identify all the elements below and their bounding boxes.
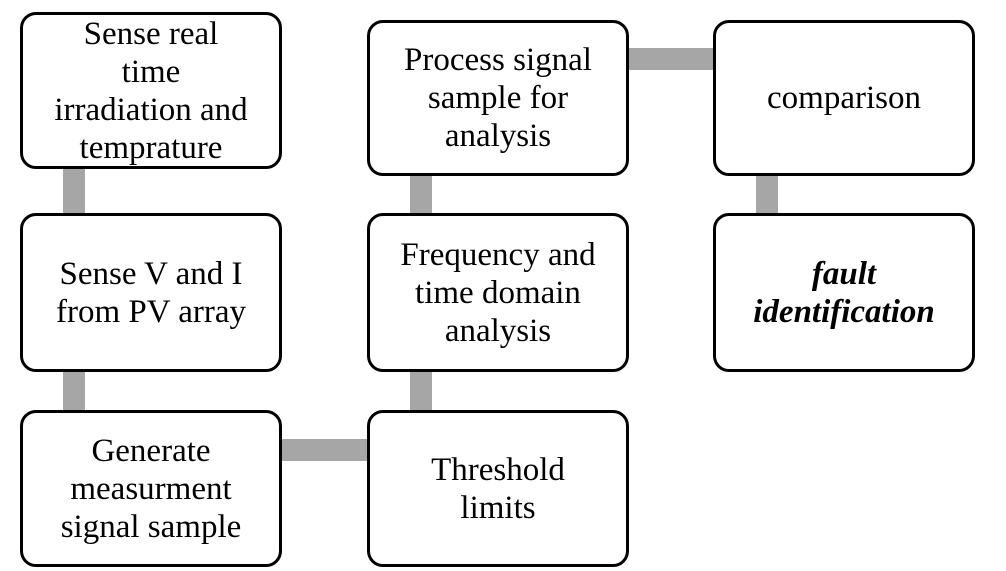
step-comparison-label: comparison — [767, 80, 921, 116]
connector-threshold-to-frequency — [410, 370, 432, 412]
step-sense-irradiation-label: Sense real time irradiation and tempratu… — [54, 15, 248, 166]
step-frequency-time-label: Frequency and time domain analysis — [400, 236, 596, 349]
step-generate-sample-label: Generate measurment signal sample — [60, 432, 242, 545]
connector-process-to-comparison — [627, 48, 715, 70]
step-frequency-time: Frequency and time domain analysis — [367, 213, 629, 372]
connector-generate-to-threshold — [280, 439, 370, 461]
step-process-signal: Process signal sample for analysis — [367, 20, 629, 176]
step-process-signal-label: Process signal sample for analysis — [404, 42, 592, 154]
connector-vi-to-generate — [63, 370, 85, 412]
step-fault-identification-label: fault identification — [753, 255, 935, 330]
step-threshold-label: Threshold limits — [431, 451, 565, 526]
step-sense-vi: Sense V and I from PV array — [20, 213, 282, 372]
connector-irradiation-to-vi — [63, 167, 85, 215]
step-fault-identification: fault identification — [713, 213, 975, 372]
connector-comparison-to-fault — [756, 174, 778, 216]
step-sense-irradiation: Sense real time irradiation and tempratu… — [20, 12, 282, 169]
step-generate-sample: Generate measurment signal sample — [20, 410, 282, 567]
step-comparison: comparison — [713, 20, 975, 176]
step-sense-vi-label: Sense V and I from PV array — [55, 255, 246, 330]
step-threshold: Threshold limits — [367, 410, 629, 567]
connector-frequency-to-process — [410, 174, 432, 216]
